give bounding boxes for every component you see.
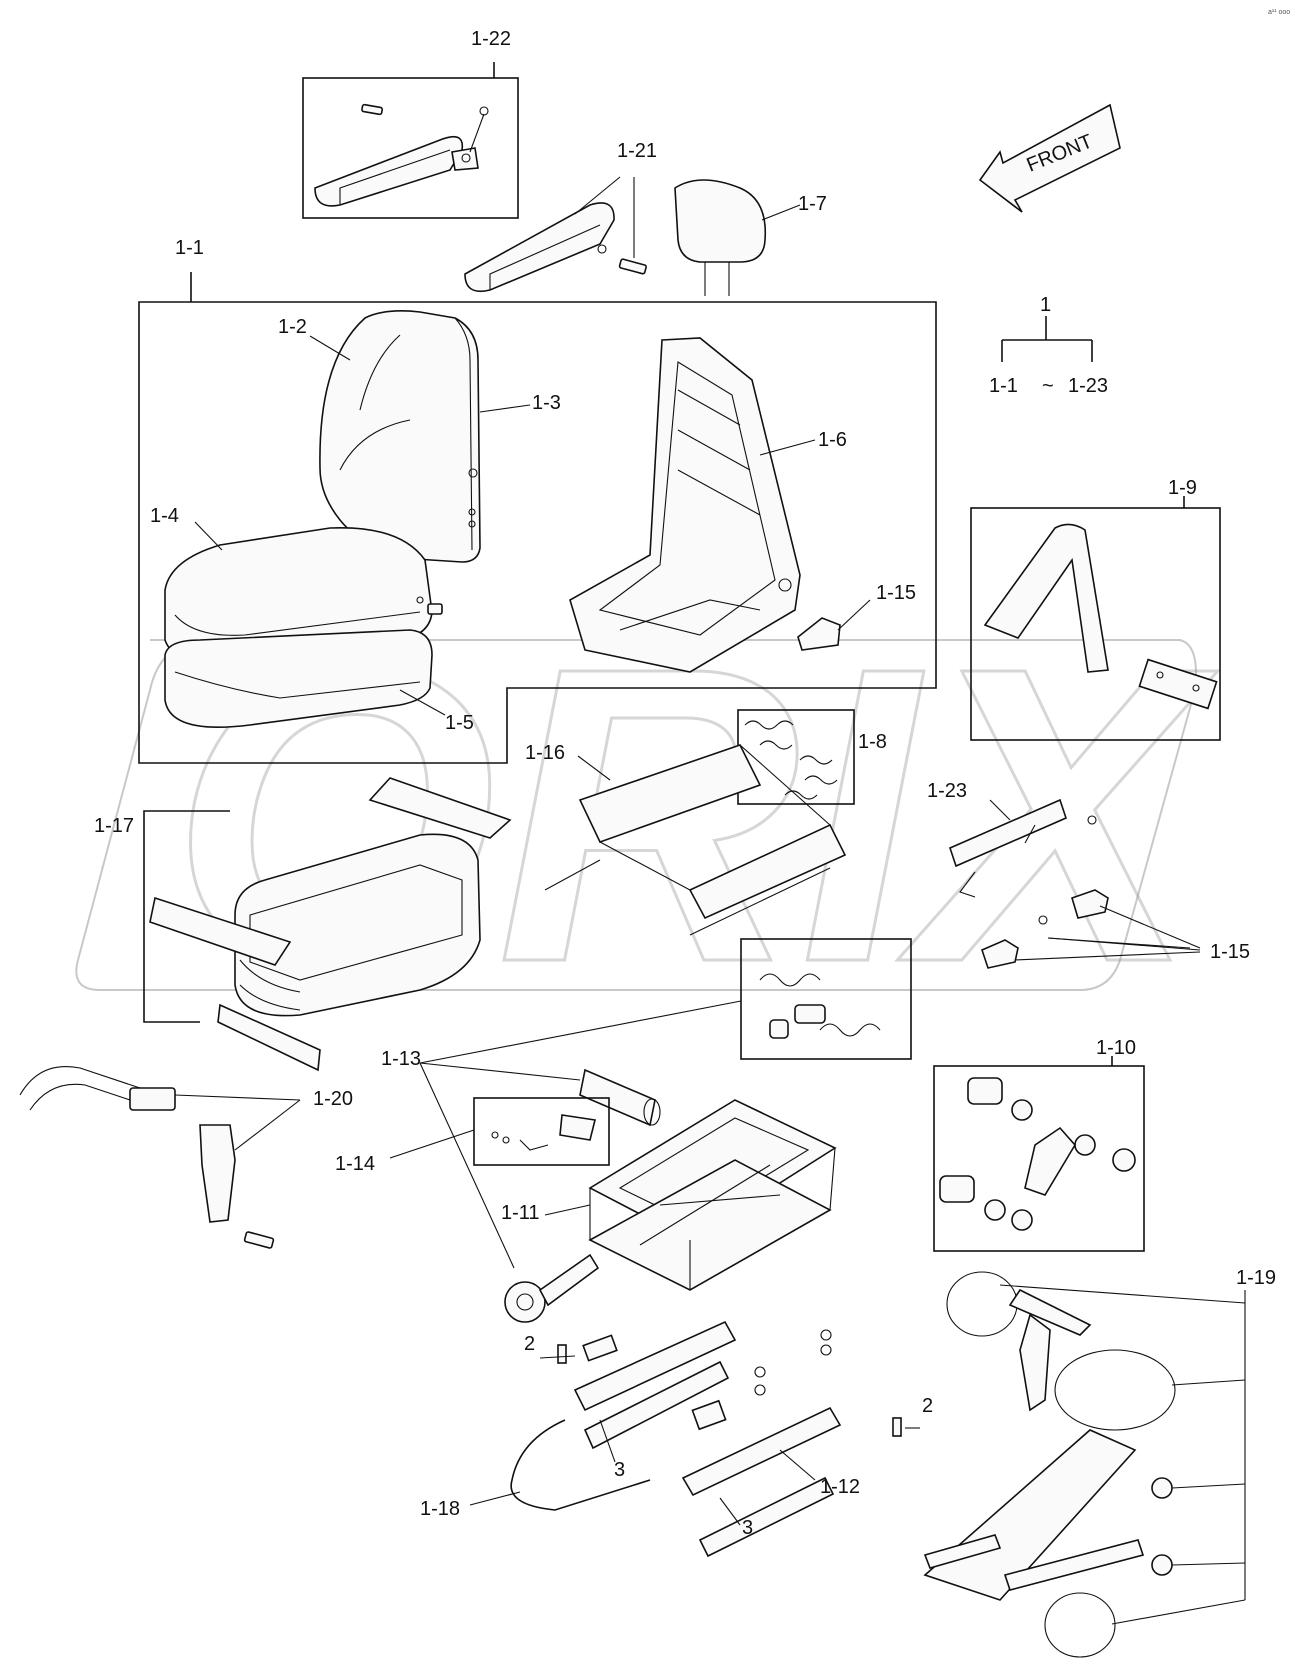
suspension-1-11 — [544, 1099, 837, 1291]
height-knob — [504, 1253, 600, 1323]
assembly-key-labels: 1 1-1 ~ 1-23 — [989, 294, 1108, 397]
callout-1-11: 1-11 — [501, 1202, 540, 1224]
box-1-10 — [933, 1065, 1145, 1252]
callout-1-5: 1-5 — [445, 712, 474, 734]
lever-1-23 — [949, 798, 1097, 898]
corner-code: a¹¹ ooo — [1268, 9, 1290, 16]
release-handle-1-18 — [469, 1419, 651, 1511]
callout-3-upper: 3 — [614, 1459, 625, 1481]
callout-1-7: 1-7 — [798, 193, 827, 215]
bracket-1-14 — [491, 1114, 596, 1151]
callout-1-3: 1-3 — [532, 392, 561, 414]
suspension-cover-1-17 — [149, 777, 512, 1072]
rails — [539, 1320, 920, 1558]
box-1-9 — [970, 507, 1221, 741]
callout-1-22: 1-22 — [471, 28, 511, 50]
seat-back — [309, 310, 531, 563]
assembly-root-label: 1 — [1040, 294, 1051, 316]
box-1-13 — [740, 938, 912, 1060]
box-1-14 — [473, 1097, 610, 1166]
callout-1-2: 1-2 — [278, 316, 307, 338]
callout-1-4: 1-4 — [150, 505, 179, 527]
callout-1-17: 1-17 — [94, 815, 134, 837]
callout-1-23: 1-23 — [927, 780, 967, 802]
seat-frame — [569, 337, 816, 673]
roller-1-13 — [579, 1068, 661, 1127]
callout-1-20: 1-20 — [313, 1088, 353, 1110]
pads-1-15 — [981, 889, 1201, 969]
box-1-17 — [143, 810, 230, 1023]
callout-1-13: 1-13 — [381, 1048, 421, 1070]
callout-1-18: 1-18 — [420, 1498, 460, 1520]
callout-labels: 1-22 1-21 1-7 1-1 1-2 1-3 1-6 1-4 1-15 1… — [94, 28, 1276, 1539]
assembly-key — [1001, 316, 1093, 362]
springs-1-13 — [759, 973, 881, 1039]
assembly-range-sep: ~ — [1042, 375, 1054, 397]
callout-1-1: 1-1 — [175, 237, 204, 259]
callout-1-21: 1-21 — [617, 140, 657, 162]
console-1-19 — [923, 1271, 1246, 1658]
slide-assembly-1-16 — [544, 744, 847, 936]
front-arrow: FRONT — [978, 103, 1121, 213]
knob-1-15 — [797, 599, 871, 651]
damper-1-10 — [939, 1077, 1136, 1231]
callout-1-15-lower: 1-15 — [1210, 941, 1250, 963]
callout-1-12: 1-12 — [820, 1476, 860, 1498]
callout-1-15-upper: 1-15 — [876, 582, 916, 604]
callout-1-10: 1-10 — [1096, 1037, 1136, 1059]
box-1-22 — [302, 77, 519, 219]
box-1-1 — [138, 301, 937, 764]
seat-belt-1-20 — [19, 1066, 301, 1249]
callout-1-16: 1-16 — [525, 742, 565, 764]
callout-1-6: 1-6 — [818, 429, 847, 451]
callout-3-lower: 3 — [742, 1517, 753, 1539]
assembly-range-end: 1-23 — [1068, 375, 1108, 397]
headrest — [674, 179, 801, 296]
assembly-range-start: 1-1 — [989, 375, 1018, 397]
callout-2-left: 2 — [524, 1333, 535, 1355]
armrest-left — [314, 103, 489, 207]
cushion-base — [164, 629, 446, 728]
strap-1-9 — [983, 523, 1218, 710]
callout-1-14: 1-14 — [335, 1153, 375, 1175]
callout-1-19: 1-19 — [1236, 1267, 1276, 1289]
callout-1-8: 1-8 — [858, 731, 887, 753]
armrest-right — [464, 176, 647, 293]
callout-1-9: 1-9 — [1168, 477, 1197, 499]
callout-2-right: 2 — [922, 1395, 933, 1417]
springs-1-8 — [744, 720, 838, 800]
